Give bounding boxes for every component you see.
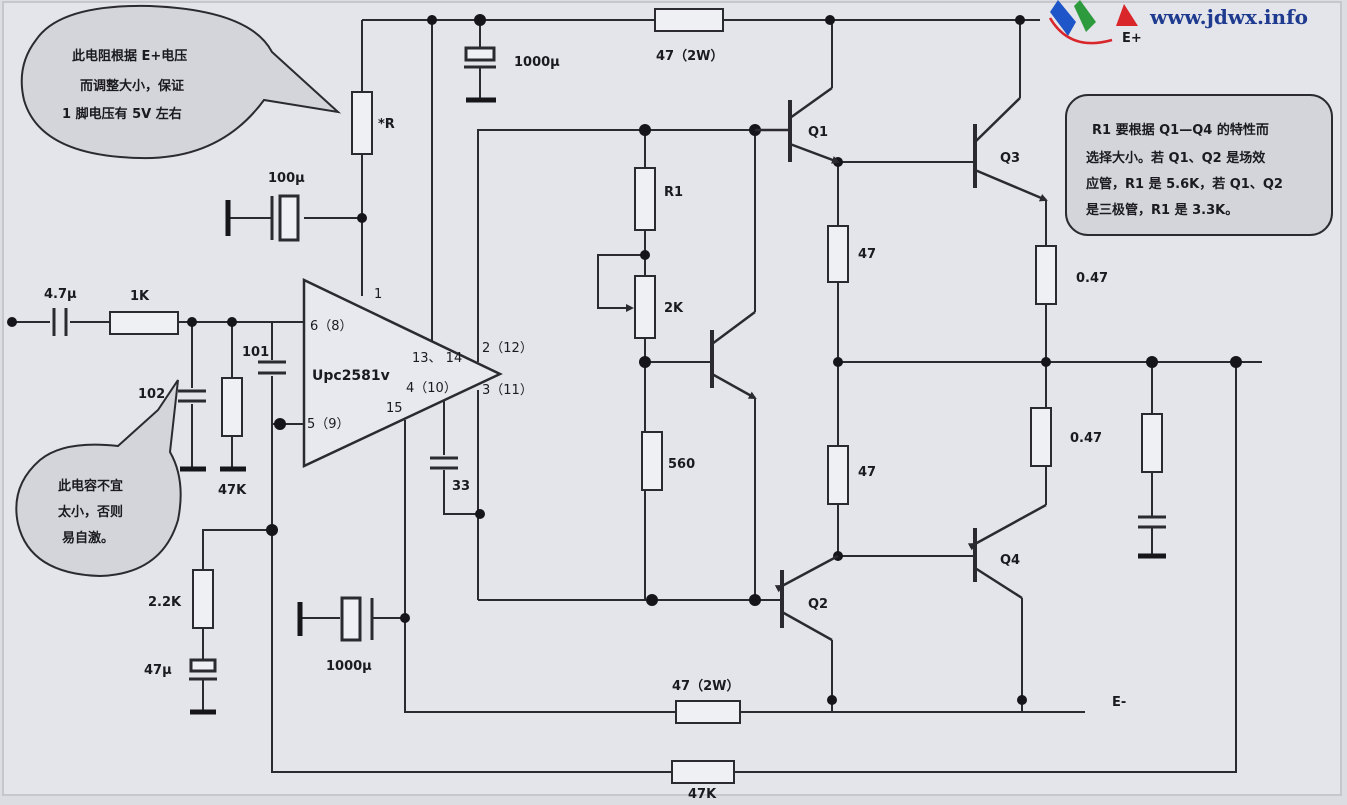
rail-label-negative: E-: [1112, 695, 1126, 710]
jdwx-logo-icon: [1048, 0, 1138, 45]
ground-symbols: [180, 97, 1166, 715]
resistor-1k: [109, 311, 179, 335]
labels: E+ E- Upc2581v 1 6（8） 5（9） 13、 14 2（12） …: [44, 31, 1283, 802]
label-r-47k-input: 47K: [218, 483, 247, 498]
label-r-560: 560: [668, 457, 695, 472]
transistors: [710, 86, 1048, 642]
watermark-url: www.jdwx.info: [1149, 5, 1308, 29]
label-r-0.47-lower: 0.47: [1070, 431, 1102, 446]
label-c-47u: 47μ: [144, 663, 172, 678]
rail-label-positive: E+: [1122, 31, 1142, 46]
pin-2-label: 2（12）: [482, 341, 533, 356]
note-bubbles: [15, 4, 1333, 578]
capacitors: [52, 46, 1166, 681]
label-c-101: 101: [242, 345, 269, 360]
label-r-47-2w-bottom: 47（2W）: [672, 678, 739, 694]
resistors: [109, 8, 1163, 784]
resistor-r1: [634, 167, 656, 231]
pin-1-label: 1: [374, 287, 382, 302]
label-r-star: *R: [378, 117, 395, 132]
label-c-33: 33: [452, 479, 470, 494]
resistor-47-lower: [827, 445, 849, 505]
pin-6-label: 6（8）: [310, 319, 353, 334]
label-r-47k-feedback: 47K: [688, 787, 717, 800]
note-bubble-bottom-left: [15, 379, 182, 578]
label-q1: Q1: [808, 125, 828, 140]
label-q2: Q2: [808, 597, 828, 612]
note-bubble-top-left: [20, 4, 342, 160]
note-bottom-left-line-3: 易自激。: [62, 530, 114, 546]
label-c-1000u-top: 1000μ: [514, 55, 560, 70]
junction-dots: [7, 14, 1242, 705]
label-r-47-upper: 47: [858, 247, 876, 262]
resistor-zobel: [1141, 413, 1163, 473]
resistor-47-upper: [827, 225, 849, 283]
label-r1: R1: [664, 185, 683, 200]
wires: [12, 19, 1262, 773]
potentiometer-2k: [634, 275, 656, 339]
resistor-0.47-lower: [1030, 407, 1052, 467]
resistor-star-r: [351, 91, 373, 155]
note-right-line-4: 是三极管，R1 是 3.3K。: [1085, 202, 1238, 218]
label-r-47-2w-top: 47（2W）: [656, 48, 723, 64]
pin-15-label: 15: [386, 401, 403, 416]
pin-4-label: 4（10）: [406, 381, 457, 396]
resistor-560: [641, 431, 663, 491]
resistor-2.2k: [192, 569, 214, 629]
note-right-line-2: 选择大小。若 Q1、Q2 是场效: [1086, 150, 1266, 166]
pin-3-label: 3（11）: [482, 383, 533, 398]
pin-5-label: 5（9）: [307, 417, 350, 432]
label-r-1k: 1K: [130, 289, 150, 304]
resistor-47-2w-bottom: [675, 700, 741, 724]
ic-name-label: Upc2581v: [312, 368, 390, 384]
note-top-left-line-2: 而调整大小，保证: [80, 78, 184, 94]
note-right-line-3: 应管，R1 是 5.6K，若 Q1、Q2: [1086, 176, 1283, 192]
label-c-102: 102: [138, 387, 165, 402]
resistor-0.47-upper: [1035, 245, 1057, 305]
resistor-47-2w-top: [654, 8, 724, 32]
label-c-100u: 100μ: [268, 171, 305, 186]
label-r-2.2k: 2.2K: [148, 595, 182, 610]
label-c-input: 4.7μ: [44, 287, 77, 302]
note-bottom-left-line-2: 太小，否则: [57, 504, 123, 520]
note-top-left-line-1: 此电阻根据 E+电压: [72, 48, 187, 64]
pin-13-14-label: 13、 14: [412, 351, 462, 366]
note-box-right: [1065, 94, 1333, 236]
note-right-line-1: R1 要根据 Q1—Q4 的特性而: [1092, 122, 1269, 138]
label-r-0.47-upper: 0.47: [1076, 271, 1108, 286]
note-top-left-line-3: 1 脚电压有 5V 左右: [62, 106, 182, 122]
ic-amplifier: [302, 278, 503, 468]
label-c-1000u-bottom: 1000μ: [326, 659, 372, 674]
label-q4: Q4: [1000, 553, 1020, 568]
label-r-47-lower: 47: [858, 465, 876, 480]
note-bottom-left-line-1: 此电容不宜: [58, 478, 123, 494]
label-q3: Q3: [1000, 151, 1020, 166]
label-pot-2k: 2K: [664, 301, 684, 316]
resistor-47k-input: [221, 377, 243, 437]
resistor-47k-feedback: [671, 760, 735, 784]
